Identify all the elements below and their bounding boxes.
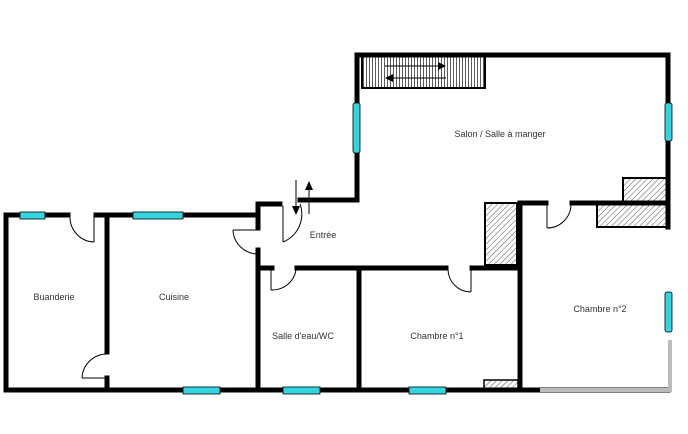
room-label-chambre-1: Chambre n°1: [410, 331, 464, 341]
room-label-entree: Entrée: [309, 230, 337, 240]
windows: [19, 102, 673, 395]
entry-arrows-icon: [292, 180, 313, 215]
room-label-cuisine: Cuisine: [158, 292, 190, 302]
faded-wall-section: [540, 340, 672, 392]
room-label-salle-eau: Salle d'eau/WC: [272, 331, 334, 341]
hatched-ducts: [483, 177, 669, 390]
room-label-salon: Salon / Salle à manger: [454, 129, 546, 139]
doors: [69, 203, 572, 379]
room-label-buanderie: Buanderie: [33, 292, 75, 302]
walls: [3, 52, 671, 393]
staircase: [361, 55, 486, 89]
room-label-chambre-2: Chambre n°2: [573, 304, 627, 314]
